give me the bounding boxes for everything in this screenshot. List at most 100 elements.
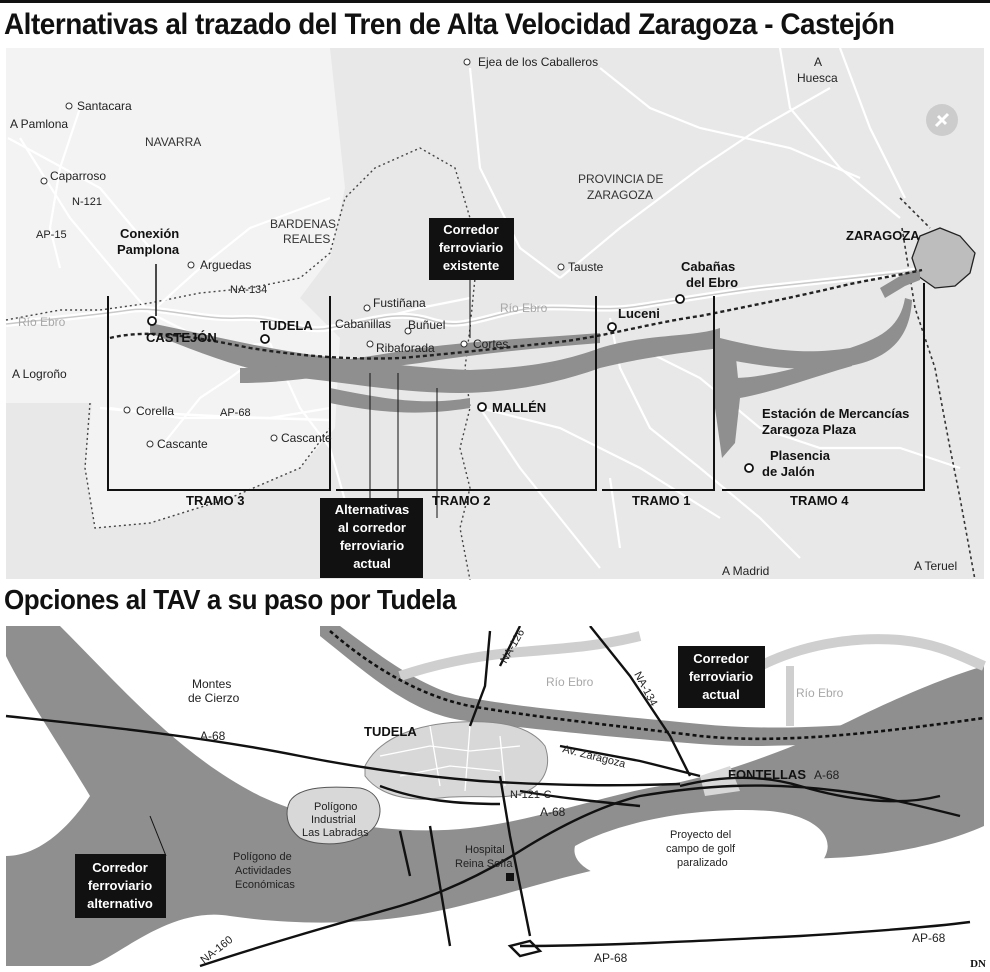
label-montes-2: de Cierzo [188,691,240,705]
label-poligono-act-1: Polígono de [233,851,292,863]
label-n121: N-121 [72,196,102,208]
label-luceni: Luceni [618,306,660,321]
box-alternativas: Alternativas al corredor ferroviario act… [320,498,423,578]
label-tramo-1: TRAMO 1 [632,493,691,508]
zaragoza-city [911,227,976,289]
label-ap68-south: AP-68 [594,951,628,965]
label-tudela-map2: TUDELA [364,724,417,739]
box-corredor-actual: Corredor ferroviario actual [678,646,765,708]
label-poligono-ind-3: Las Labradas [302,827,369,839]
label-poligono-act-2: Actividades [235,865,292,877]
label-tauste: Tauste [568,260,604,274]
label-tramo-3: TRAMO 3 [186,493,245,508]
city-markers [147,294,754,473]
label-cortes: Cortes [473,337,508,351]
label-tramo-2: TRAMO 2 [432,493,491,508]
label-fontellas: FONTELLAS [728,767,806,782]
label-ribaforada: Ribaforada [376,341,435,355]
label-hospital-2: Reina Sofía [455,858,513,870]
label-tudela: TUDELA [260,318,313,333]
box-actual-line-2: ferroviario [689,669,753,684]
label-provincia-1: PROVINCIA DE [578,172,663,186]
compass-icon [926,104,958,136]
label-a68-east: A-68 [814,768,840,782]
regional-map: Ejea de los Caballeros Santacara A Pamlo… [5,48,984,580]
current-corridor-band [320,626,984,746]
current-rail-line [329,630,985,741]
golf-area [574,810,828,888]
box-alternativas-line-1: Alternativas [335,502,409,517]
ebro-river-east [757,634,986,671]
navarra-region [6,48,345,528]
box-actual-line-3: actual [702,687,740,702]
roads [5,626,971,968]
label-mallen: MALLÉN [492,400,546,415]
label-ap68: AP-68 [220,407,251,419]
label-bardenas-1: BARDENAS [270,217,336,231]
label-bardenas-2: REALES [283,232,330,246]
label-a68-west: A-68 [200,729,226,743]
label-plasencia-2: de Jalón [762,464,815,479]
label-arguedas: Arguedas [200,258,251,272]
label-rio-ebro-west: Río Ebro [18,315,66,329]
label-corella: Corella [136,404,174,418]
tudela-map: Montes de Cierzo A-68 NA-126 Río Ebro NA… [5,626,986,968]
label-golf-1: Proyecto del [670,829,731,841]
label-poligono-act-3: Económicas [235,879,295,891]
tudela-streets [379,725,521,792]
box-alternativo-line-1: Corredor [92,860,148,875]
box-corredor-existente: Corredor ferroviario existente [429,218,514,280]
box-alternativas-line-3: ferroviario [340,538,404,553]
label-conexion-1: Conexión [120,226,179,241]
label-ejea: Ejea de los Caballeros [478,55,598,69]
label-fustinana: Fustiñana [373,296,426,310]
map1-title: Alternativas al trazado del Tren de Alta… [4,8,895,41]
label-montes-1: Montes [192,677,231,691]
label-cascante-2: Cascante [281,431,332,445]
label-estacion-1: Estación de Mercancías [762,406,909,421]
label-plasencia-1: Plasencia [770,448,831,463]
label-navarra: NAVARRA [145,135,201,149]
box-alternativo-line-2: ferroviario [88,878,152,893]
poligono-industrial-area [286,786,381,845]
province-border-south [84,402,331,529]
label-a-huesca-2: Huesca [797,71,838,85]
ebro-river-edge [5,267,931,330]
town-markers [40,58,565,448]
label-estacion-2: Zaragoza Plaza [762,422,857,437]
rail-south-zaragoza [901,227,976,580]
top-rule [0,0,990,3]
label-rio-ebro-center: Río Ebro [500,301,548,315]
label-tramo-4: TRAMO 4 [790,493,849,508]
label-bunuel: Buñuel [408,318,445,332]
label-hospital-1: Hospital [465,844,505,856]
label-ap68-southeast: AP-68 [912,931,946,945]
label-caparroso: Caparroso [50,169,106,183]
label-cascante: Cascante [157,437,208,451]
map2-title: Opciones al TAV a su paso por Tudela [4,584,457,615]
hospital-marker [506,873,514,881]
label-rio-ebro-1: Río Ebro [546,675,594,689]
label-rio-ebro-2: Río Ebro [796,686,844,700]
label-provincia-2: ZARAGOZA [587,188,653,202]
box-existente-line-1: Corredor [443,222,499,237]
label-a-huesca-1: A [814,55,822,69]
label-cabanas-2: del Ebro [686,275,738,290]
existing-rail-corridor [109,268,923,360]
alternative-corridor-band [6,626,984,966]
label-golf-2: campo de golf [666,843,736,855]
label-ap15: AP-15 [36,229,67,241]
label-conexion-2: Pamplona [117,242,180,257]
label-a-logrono: A Logroño [12,367,67,381]
label-a-madrid: A Madrid [722,564,769,578]
label-a-teruel: A Teruel [914,559,957,573]
tramo-frames [107,283,925,491]
province-border [5,147,476,580]
box-alternativas-line-4: actual [353,556,391,571]
box-existente-line-2: ferroviario [439,240,503,255]
label-na134: NA-134 [230,284,267,296]
label-a-pamplona: A Pamlona [10,117,68,131]
rail-north-zaragoza [899,197,931,229]
label-cabanillas: Cabanillas [335,317,391,331]
label-cabanas-1: Cabañas [681,259,735,274]
